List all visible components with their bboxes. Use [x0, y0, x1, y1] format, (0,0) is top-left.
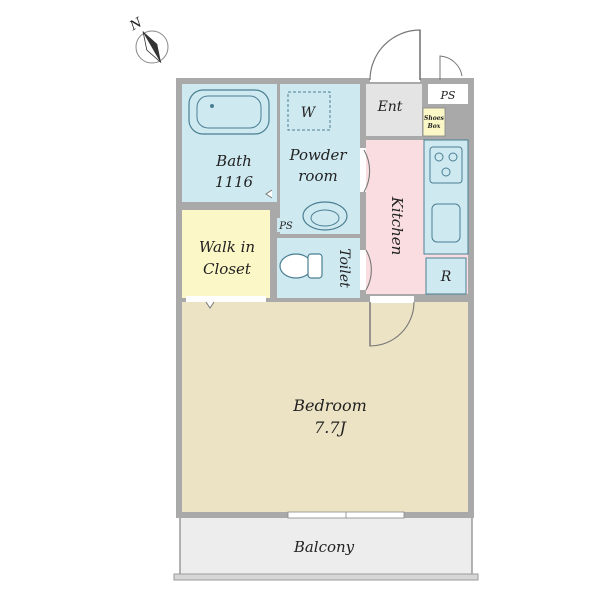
ps-top-label: PS [440, 89, 456, 102]
ps-closet [277, 218, 295, 232]
bathtub-inner [196, 95, 262, 129]
compass: N [127, 15, 169, 64]
closet-door-marker [205, 301, 215, 309]
bath-door[interactable] [265, 189, 273, 199]
washer-icon [287, 91, 331, 131]
walk-in-closet-label: Walk in [199, 238, 255, 256]
toilet-bowl-icon [279, 253, 313, 279]
stove-icon [429, 146, 463, 184]
balcony-label: Balcony [293, 538, 355, 556]
north-label: N [127, 15, 146, 34]
north-arrow-icon [142, 31, 162, 63]
walk-in-closet-room [182, 210, 270, 298]
closet-door[interactable] [186, 296, 266, 309]
bath-label: Bath [215, 152, 252, 170]
bedroom-door-swing [369, 301, 415, 347]
bedroom-area [182, 302, 468, 512]
bath-size-label: 1116 [215, 173, 254, 191]
toilet-tank-icon [307, 253, 323, 279]
balcony-window[interactable] [287, 511, 405, 519]
bedroom-door[interactable] [369, 296, 415, 347]
front-door-opening [370, 76, 420, 82]
ps-closet-top [428, 84, 468, 104]
refrigerator-label: R [440, 269, 452, 285]
entrance-label: Ent [377, 99, 403, 115]
toilet-door[interactable] [360, 249, 372, 291]
front-door-swing [369, 29, 421, 81]
bedroom-size-label: 7.7J [314, 418, 347, 437]
drain-icon [210, 104, 214, 108]
kitchen-door-swing [363, 149, 371, 193]
washer-label: W [301, 105, 317, 121]
kitchen-label: Kitchen [388, 196, 406, 256]
walk-in-closet-label-2: Closet [203, 260, 252, 278]
toilet-label: Toilet [336, 248, 352, 288]
ps-door[interactable] [439, 55, 463, 80]
shoes-box-label: Shoes [424, 115, 445, 122]
closet-door-opening [186, 296, 266, 302]
burner-icon [441, 167, 451, 177]
bedroom-label: Bedroom [292, 396, 367, 415]
wash-basin-bowl [310, 209, 340, 227]
ps-door-swing [439, 55, 463, 80]
powder-room-label-2: room [298, 167, 337, 185]
refrigerator-icon [425, 257, 467, 295]
kitchen-door[interactable] [360, 148, 371, 193]
burner-icon [434, 152, 444, 162]
bedroom-door-opening [370, 296, 414, 303]
shoes-box [422, 107, 446, 137]
balcony-rail [173, 573, 479, 581]
toilet-door-opening [360, 250, 366, 290]
balcony: Balcony [173, 516, 479, 581]
kitchen-sink-icon [431, 203, 461, 243]
entrance-area [366, 84, 422, 136]
shoes-box-label-2: Box [427, 123, 441, 130]
bath-door-marker [265, 189, 273, 199]
toilet-door-swing [365, 249, 372, 291]
ps-mid-label: PS [278, 221, 293, 232]
front-door[interactable] [369, 29, 421, 82]
bathtub-icon [188, 89, 270, 135]
burner-icon [448, 152, 458, 162]
kitchen-door-opening [360, 148, 366, 192]
powder-room-label: Powder [288, 146, 347, 164]
